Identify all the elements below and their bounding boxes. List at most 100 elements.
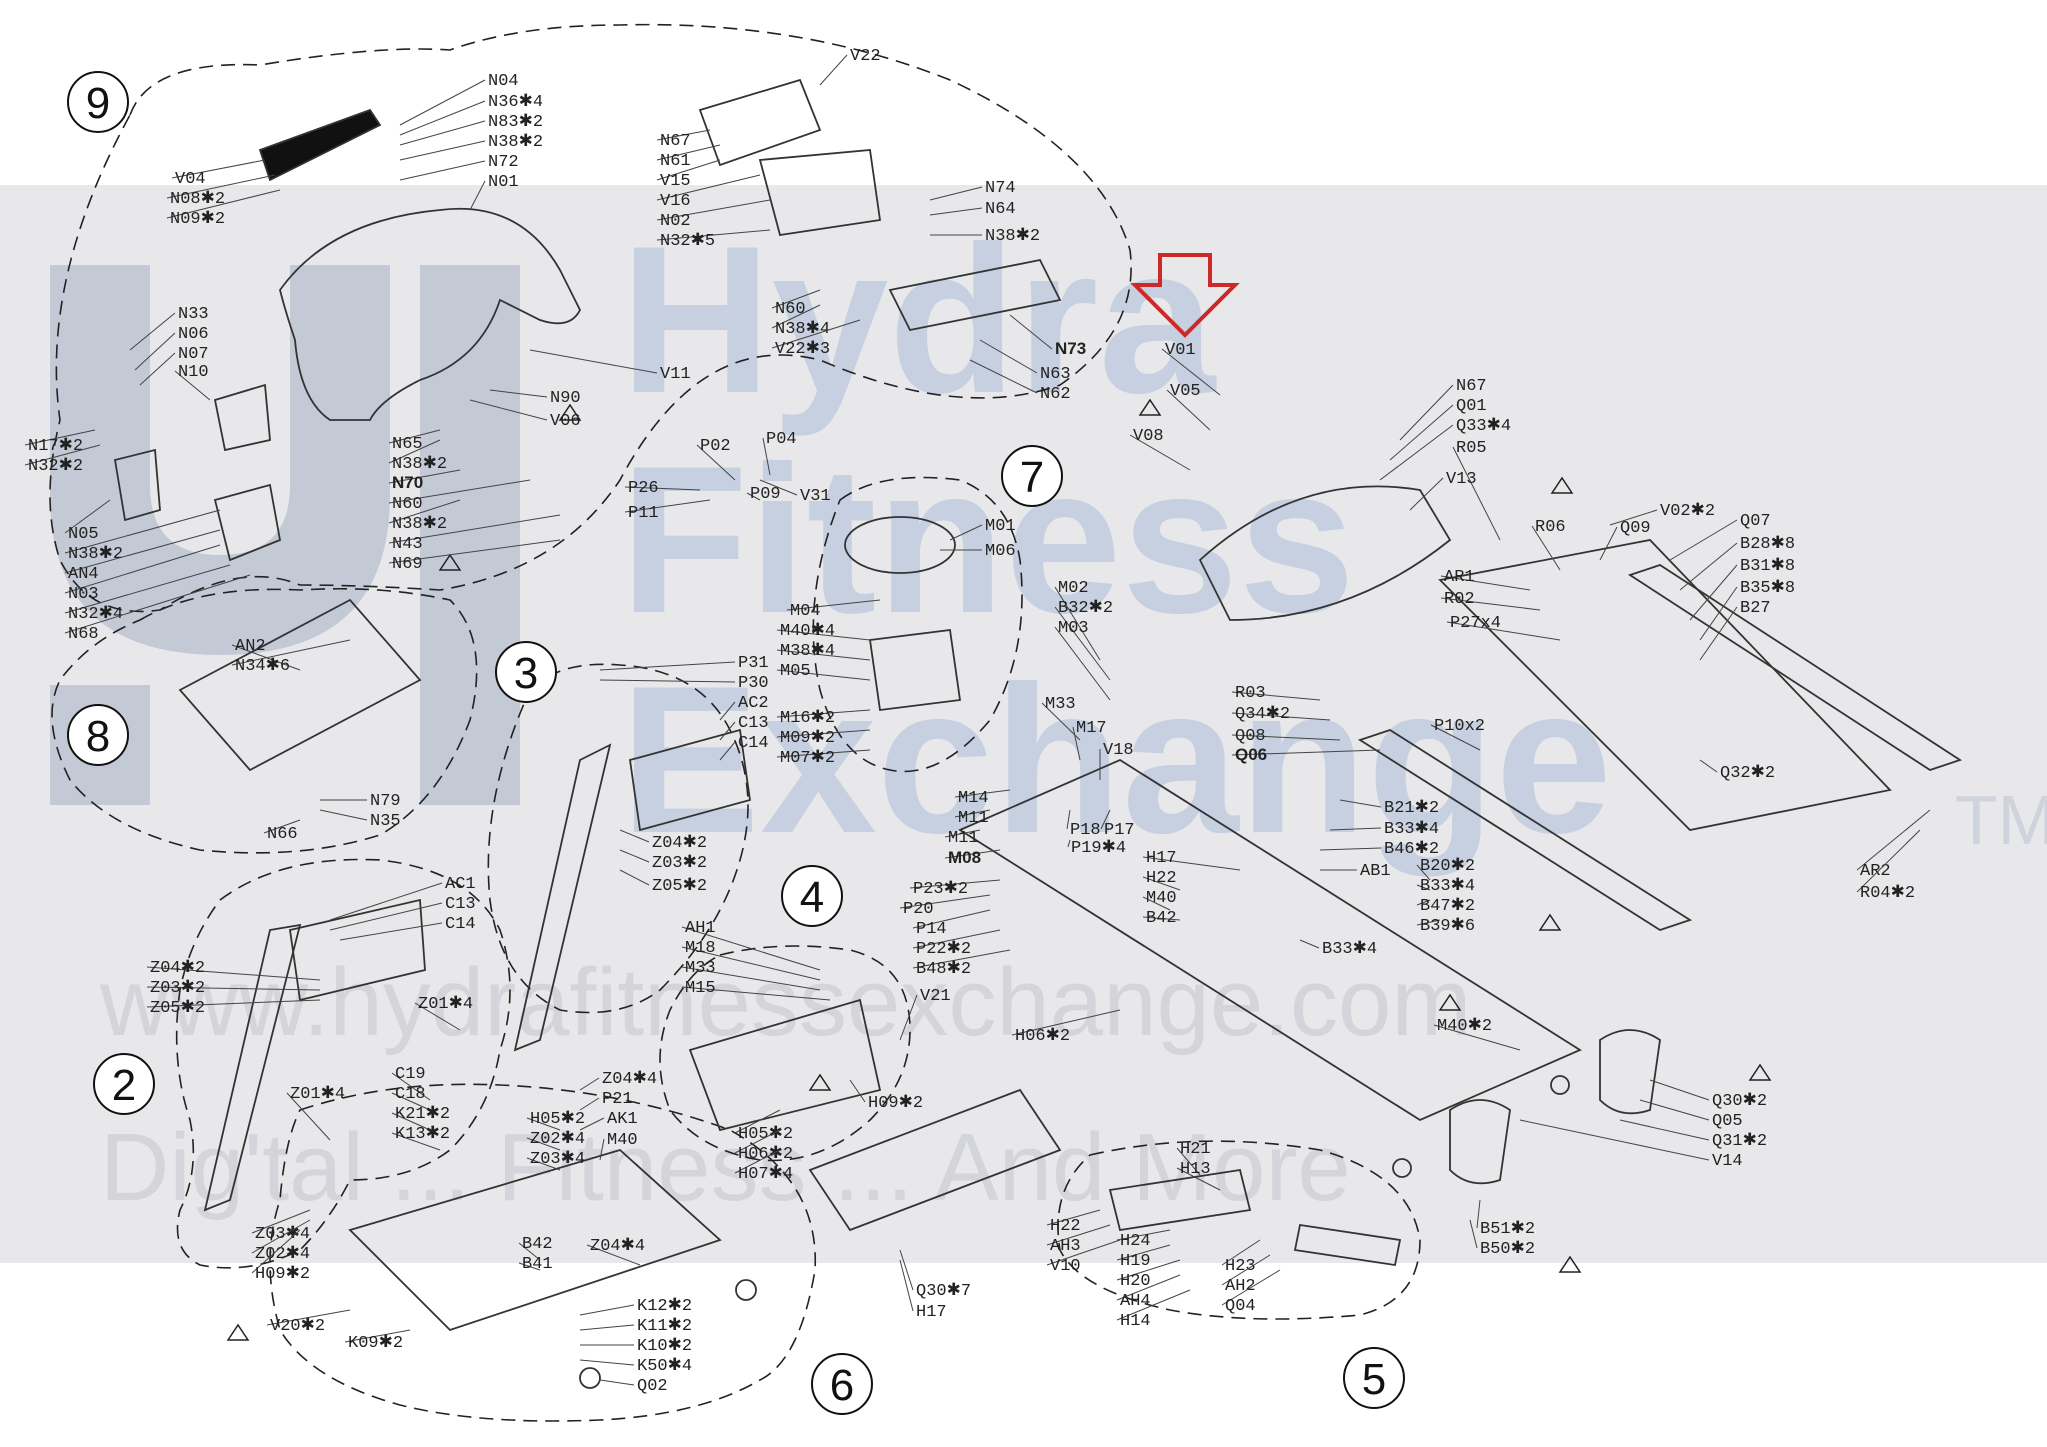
part-label: AR2 <box>1860 862 1891 881</box>
leader-line <box>1142 896 1171 911</box>
part-label: Q09 <box>1620 519 1651 538</box>
console-bottle-holder-right <box>213 383 271 452</box>
leader-line <box>399 120 486 146</box>
leader-line <box>1176 1167 1221 1191</box>
part-label: AH2 <box>1225 1277 1256 1296</box>
part-label: R04✱2 <box>1860 884 1915 903</box>
part-label: N60 <box>392 495 423 514</box>
part-label: R03 <box>1235 684 1266 703</box>
leader-line <box>24 429 96 446</box>
leader-line <box>586 1244 641 1266</box>
part-label: V16 <box>660 192 691 211</box>
part-label: AR1 <box>1444 568 1475 587</box>
part-label: M07✱2 <box>780 749 835 768</box>
leader-line <box>1409 477 1444 511</box>
leader-line <box>899 1259 914 1312</box>
highlight-arrow-icon <box>1130 253 1240 338</box>
part-label: P22✱2 <box>916 940 971 959</box>
part-label: Z01✱4 <box>290 1085 345 1104</box>
watermark-word-exchange: Exchange <box>620 642 1613 877</box>
leader-line <box>1433 1024 1521 1051</box>
part-label: C13 <box>445 895 476 914</box>
part-label: N02 <box>660 212 691 231</box>
warning-icon <box>808 1073 832 1091</box>
leader-line <box>388 479 531 504</box>
part-label: N01 <box>488 173 519 192</box>
part-label: M01 <box>985 517 1016 536</box>
leader-line <box>64 564 231 614</box>
console-display-bar <box>258 108 382 182</box>
leader-line <box>899 894 991 909</box>
part-label: N67 <box>1456 377 1487 396</box>
leader-line <box>1699 759 1718 773</box>
part-label: P11 <box>628 504 659 523</box>
leader-line <box>469 180 486 211</box>
rear-cap-right <box>1599 1029 1661 1115</box>
part-label: H09✱2 <box>255 1265 310 1284</box>
part-label: M40✱2 <box>1437 1017 1492 1036</box>
part-label: B42 <box>1146 909 1177 928</box>
part-label: Z03✱4 <box>530 1150 585 1169</box>
leader-line <box>286 1092 331 1141</box>
leader-line <box>1231 749 1381 756</box>
upright-crossbar <box>628 728 752 832</box>
part-label: N03 <box>68 585 99 604</box>
part-label: V04 <box>175 170 206 189</box>
handrail-bar <box>178 598 422 772</box>
leader-line <box>64 544 221 594</box>
leader-line <box>1389 404 1454 461</box>
leader-line <box>1116 1244 1171 1261</box>
leader-line <box>1129 434 1191 471</box>
leader-line <box>1531 525 1561 571</box>
part-label: M38✱4 <box>780 642 835 661</box>
part-outlines <box>113 78 1963 1389</box>
warning-icon <box>1558 1255 1582 1273</box>
part-label: B48✱2 <box>916 960 971 979</box>
leader-line <box>1046 1224 1111 1246</box>
leader-line <box>391 1112 431 1131</box>
part-label: K09✱2 <box>348 1334 403 1353</box>
leader-line <box>1856 829 1921 893</box>
leader-line <box>949 524 983 541</box>
group-3-badge: 3 <box>495 641 557 703</box>
part-label: M17 <box>1076 719 1107 738</box>
part-label: V14 <box>1712 1152 1743 1171</box>
part-label: AB1 <box>1360 862 1391 881</box>
part-label: B47✱2 <box>1420 897 1475 916</box>
part-label: N62 <box>1040 385 1071 404</box>
leader-line <box>399 140 486 161</box>
part-label: C14 <box>445 915 476 934</box>
watermark-logo-icon <box>50 265 520 805</box>
watermark-trademark: TM <box>1955 781 2047 859</box>
part-label: B51✱2 <box>1480 1220 1535 1239</box>
leader-line <box>599 1379 635 1386</box>
part-label: H07✱4 <box>738 1165 793 1184</box>
leader-line <box>1066 809 1071 830</box>
part-label: H22 <box>1146 869 1177 888</box>
leader-line <box>619 829 650 843</box>
svg-text:5: 5 <box>1362 1355 1386 1404</box>
part-label: N64 <box>985 200 1016 219</box>
part-label: N05 <box>68 525 99 544</box>
leader-line <box>656 159 721 181</box>
part-label: M03 <box>1058 619 1089 638</box>
part-label: Q33✱4 <box>1456 417 1511 436</box>
warning-icon <box>558 403 582 421</box>
leader-line <box>1041 702 1081 741</box>
leader-line <box>734 1149 781 1174</box>
leader-line <box>681 946 821 981</box>
part-label: N10 <box>178 363 209 382</box>
svg-text:3: 3 <box>514 649 538 698</box>
lift-motor-tray <box>688 998 882 1132</box>
part-label: C18 <box>395 1085 426 1104</box>
part-label: H20 <box>1120 1272 1151 1291</box>
group-9-boundary <box>49 23 1132 613</box>
part-label: H05✱2 <box>738 1125 793 1144</box>
rear-rail-bar <box>1293 1223 1402 1267</box>
leader-line <box>344 1329 411 1343</box>
caster-wheel-2 <box>579 1367 601 1389</box>
part-label: V20✱2 <box>270 1317 325 1336</box>
leader-line <box>1609 509 1658 526</box>
group-2-boundary <box>175 858 511 1269</box>
leader-line <box>1430 724 1481 751</box>
